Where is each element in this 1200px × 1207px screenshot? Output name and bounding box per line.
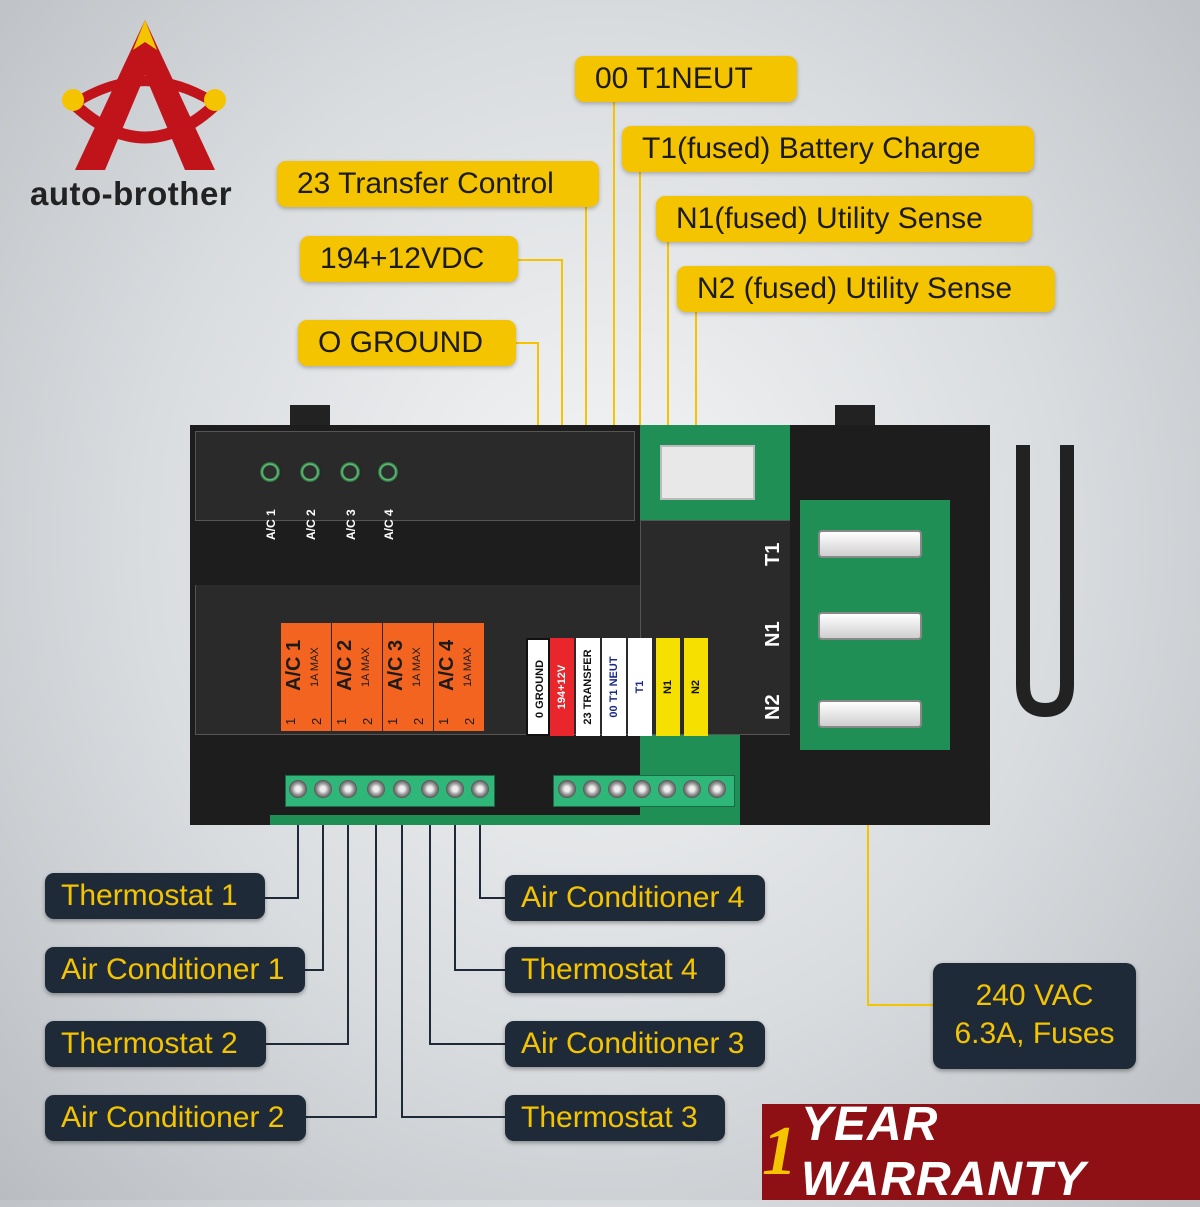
terminal-screw [289, 780, 307, 798]
terminal-screw [558, 780, 576, 798]
fuse-label-t1: T1 [762, 536, 786, 566]
label-ground: O GROUND [298, 320, 516, 366]
warranty-text: YEAR WARRANTY [801, 1098, 1087, 1206]
relay-name: A/C 2 [334, 639, 356, 691]
relay-rating: 1A MAX [462, 647, 474, 687]
label-battery-charge: T1(fused) Battery Charge [622, 126, 1034, 172]
label-12vdc: 194+12VDC [300, 236, 518, 282]
fuse-puller [1016, 445, 1074, 718]
terminal-screw [314, 780, 332, 798]
fuse [818, 612, 922, 640]
led-label-2: A/C 2 [304, 500, 318, 540]
led-indicator [259, 461, 281, 483]
label-thermostat-3: Thermostat 3 [505, 1095, 725, 1141]
fuse-spec-rating: 6.3A, Fuses [954, 1017, 1115, 1050]
pin-1: 1 [283, 717, 298, 725]
terminal-screw [339, 780, 357, 798]
fuse-label-text: N1 [762, 621, 784, 647]
wire-strip-text: 194+12V [556, 664, 568, 710]
pin-2: 2 [411, 717, 426, 725]
fuse-label-text: T1 [762, 542, 784, 566]
terminal-screw [367, 780, 385, 798]
terminal-screw [421, 780, 439, 798]
label-transfer-control: 23 Transfer Control [277, 161, 599, 207]
board-base [190, 735, 270, 825]
terminal-screw [583, 780, 601, 798]
fuse-spec-voltage: 240 VAC [975, 979, 1094, 1012]
wire-strip-n1: N1 [656, 638, 680, 736]
wire-strip-t1: T1 [628, 638, 652, 736]
pin-2: 2 [360, 717, 375, 725]
label-utility-n2: N2 (fused) Utility Sense [677, 266, 1055, 312]
pin-2: 2 [462, 717, 477, 725]
wire-strip-12v: 194+12V [550, 638, 574, 736]
led-indicator [299, 461, 321, 483]
wire-strip-text: T1 [634, 680, 646, 694]
terminal-screw [446, 780, 464, 798]
terminal-screw [633, 780, 651, 798]
label-air-conditioner-4: Air Conditioner 4 [505, 875, 765, 921]
wire-strip-text: 23 TRANSFER [582, 649, 594, 725]
wire-strip-transfer: 23 TRANSFER [576, 638, 600, 736]
warranty-banner: 1 YEAR WARRANTY [762, 1098, 1200, 1206]
fuse [818, 530, 922, 558]
led-label-1: A/C 1 [264, 500, 278, 540]
led-indicator [377, 461, 399, 483]
label-utility-n1: N1(fused) Utility Sense [656, 196, 1032, 242]
relay-name: A/C 4 [436, 639, 458, 691]
top-clip [290, 405, 330, 427]
terminal-screw [393, 780, 411, 798]
relay-label-ac1: 1 A/C 1 2 1A MAX [281, 623, 331, 731]
led-label-text: A/C 1 [264, 509, 278, 540]
led-label-text: A/C 2 [304, 509, 318, 540]
led-label-text: A/C 4 [382, 509, 396, 540]
fuse-spec-box: 240 VAC 6.3A, Fuses [933, 963, 1136, 1069]
wire-strip-ground: 0 GROUND [526, 638, 550, 736]
label-t1neut: 00 T1NEUT [575, 56, 797, 102]
relay-name: A/C 3 [385, 639, 407, 691]
terminal-screw [658, 780, 676, 798]
pin-1: 1 [436, 717, 451, 725]
fuse-label-n2: N2 [762, 690, 786, 720]
wire-strip-text: N2 [690, 679, 702, 695]
label-air-conditioner-1: Air Conditioner 1 [45, 947, 305, 993]
led-label-text: A/C 3 [344, 509, 358, 540]
pin-1: 1 [334, 717, 349, 725]
label-air-conditioner-2: Air Conditioner 2 [45, 1095, 306, 1141]
label-thermostat-4: Thermostat 4 [505, 947, 725, 993]
led-label-3: A/C 3 [344, 500, 358, 540]
pin-2: 2 [309, 717, 324, 725]
wire-strip-text: N1 [662, 679, 674, 695]
terminal-screw [708, 780, 726, 798]
board-base [740, 735, 790, 825]
relay-rating: 1A MAX [309, 647, 321, 687]
label-thermostat-2: Thermostat 2 [45, 1021, 266, 1067]
led-label-4: A/C 4 [382, 500, 396, 540]
wire-strip-t1neut: 00 T1 NEUT [602, 638, 626, 736]
terminal-screw [608, 780, 626, 798]
relay-rating: 1A MAX [360, 647, 372, 687]
brand-name: auto-brother [30, 175, 233, 212]
brand-logo [62, 20, 226, 170]
terminal-screw [683, 780, 701, 798]
relay-label-ac4: 1 A/C 4 2 1A MAX [434, 623, 484, 731]
fuse [818, 700, 922, 728]
relay-rating: 1A MAX [411, 647, 423, 687]
label-air-conditioner-3: Air Conditioner 3 [505, 1021, 765, 1067]
label-thermostat-1: Thermostat 1 [45, 873, 265, 919]
led-indicator [339, 461, 361, 483]
wire-strip-text: 0 GROUND [534, 659, 546, 719]
fuse-label-text: N2 [762, 694, 784, 720]
top-clip [835, 405, 875, 427]
warranty-number: 1 [762, 1113, 797, 1190]
pin-1: 1 [385, 717, 400, 725]
relay-name: A/C 1 [283, 639, 305, 691]
relay-label-ac3: 1 A/C 3 2 1A MAX [383, 623, 433, 731]
relay-label-ac2: 1 A/C 2 2 1A MAX [332, 623, 382, 731]
wire-strip-text: 00 T1 NEUT [608, 656, 620, 718]
fuse-label-n1: N1 [762, 617, 786, 647]
wire-strip-n2: N2 [684, 638, 708, 736]
white-connector [660, 445, 755, 500]
terminal-screw [471, 780, 489, 798]
